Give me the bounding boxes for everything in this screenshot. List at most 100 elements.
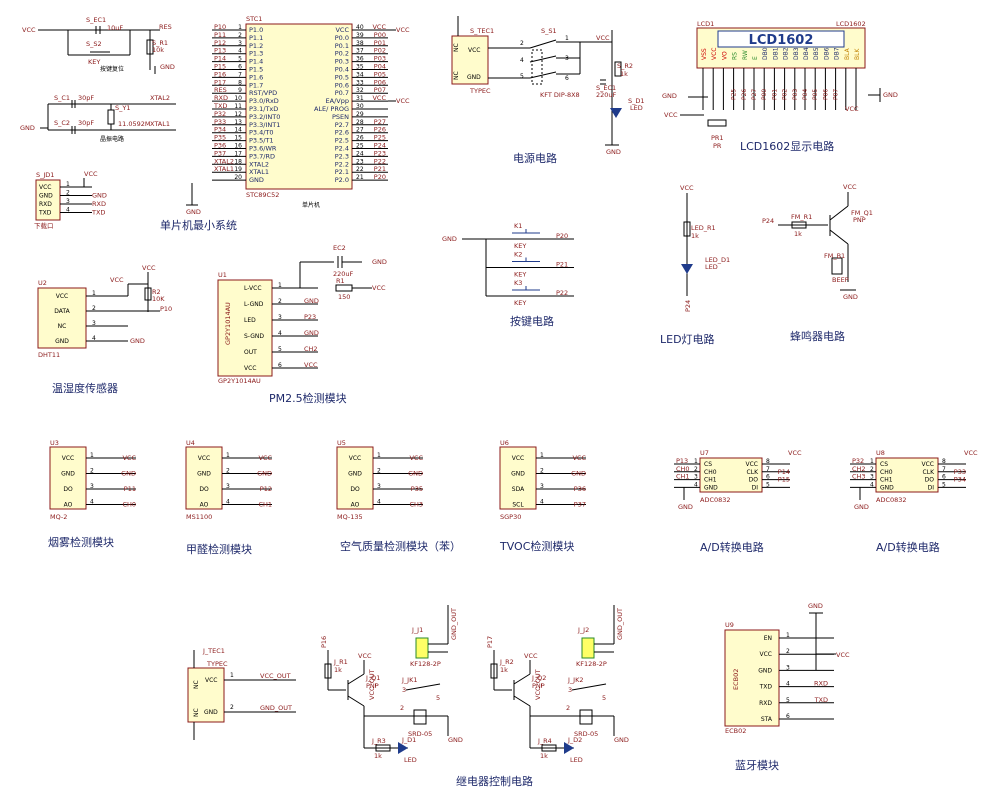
sensor-pin-num: 1 [377, 452, 381, 459]
relay-r2-ref: J_R3 [371, 737, 386, 745]
crystal-c2-val: 30pF [78, 119, 94, 127]
relay-vcc: VCC [358, 652, 372, 660]
key-label: KEY [514, 271, 526, 279]
relay-vccout: VCC_OUT [368, 669, 376, 700]
caption-tvoc: TVOC检测模块 [499, 539, 574, 553]
relay-j-ref: J_J1 [411, 626, 423, 634]
outjack-net1: VCC_OUT [260, 672, 291, 680]
pm25-pin-name: LED [244, 317, 256, 324]
adc-pin-num: 1 [694, 458, 698, 465]
mcu-pin-name: P0.6 [335, 81, 349, 89]
download-pin-num: 1 [66, 181, 70, 188]
lcd-pin-name: RS [732, 52, 739, 60]
adc-vcc: VCC [788, 449, 802, 457]
outjack-num1: 1 [230, 672, 234, 679]
bt-side: ECB02 [732, 669, 740, 690]
mcu-pin-net: P21 [374, 165, 386, 173]
bt-pin-num: 6 [786, 713, 790, 720]
bt-pin-net: TXD [814, 696, 828, 704]
sensor-pin-net: CH0 [122, 501, 136, 509]
relay-r-ref: J_R2 [499, 658, 514, 666]
mcu-pin-name: P1.5 [249, 66, 263, 74]
adc-pin-net: CH2 [852, 465, 866, 473]
sensor-pin-name: GND [61, 471, 75, 478]
sensor-pin-net: GND [257, 470, 272, 478]
outjack-nc2: NC [193, 708, 200, 717]
sensor-ref: U3 [50, 439, 59, 447]
adc-pin-num: 4 [694, 481, 698, 488]
relay-k-ref: J_JK1 [401, 676, 417, 684]
mcu-pin-num: 22 [356, 166, 364, 173]
mcu-pin-num: 24 [356, 150, 364, 157]
temp-pin-name: NC [58, 323, 67, 330]
mcu-pin-net: P07 [374, 86, 386, 94]
mcu-pin-net: P14 [214, 55, 226, 63]
relay-gndout: GND_OUT [450, 608, 458, 640]
mcu-pin-name: P0.2 [335, 50, 349, 58]
lcd-pin-name: DB5 [813, 47, 820, 60]
power-gnd: GND [606, 148, 621, 156]
adc-pin-name: CLK [747, 469, 760, 476]
caption-smoke: 烟雾检测模块 [48, 535, 114, 549]
mcu-body [245, 23, 353, 190]
relay-pin-num: 2 [400, 704, 404, 712]
adc-gnd: GND [854, 503, 869, 511]
sensor-pin-name: DO [63, 486, 73, 493]
led-d-label: LED [705, 263, 718, 271]
lcd-vcc: VCC [664, 111, 678, 119]
relay-pin-num: 2 [566, 704, 570, 712]
mcu-pin-net: P11 [214, 31, 226, 39]
bt-pin-num: 4 [786, 681, 790, 688]
lcd-pot-ref: PR1 [711, 134, 724, 142]
mcu-pin-num: 21 [356, 174, 364, 181]
adc-pin-name: CH1 [880, 477, 893, 484]
lcd-gnd: GND [662, 92, 677, 100]
sensor-pin-num: 4 [377, 499, 381, 506]
led-circuit: VCC LED_R1 1k LED_D1 LED P24 [680, 184, 730, 312]
download-pin-name: RXD [39, 201, 52, 208]
adc-pin-num: 2 [870, 466, 874, 473]
sensor-pin-net: VCC [572, 454, 586, 462]
sensor-part: SGP30 [500, 513, 521, 521]
adc-pin-name: DI [928, 484, 935, 491]
adc-pin-name: CH0 [704, 469, 717, 476]
reset-key-ref: S_S2 [86, 40, 102, 48]
pm25-pin-name: VCC [244, 365, 256, 372]
mcu-pin-num: 14 [234, 127, 242, 134]
adc-pin-num: 6 [942, 474, 946, 481]
download-pin-num: 4 [66, 207, 70, 214]
adc-pin-name: GND [880, 484, 894, 491]
mcu-pin-num: 18 [234, 158, 242, 165]
relay-vccout: VCC_OUT [534, 669, 542, 700]
mcu-pin-num: 16 [234, 143, 242, 150]
lcd-pin-net: P00 [761, 89, 768, 100]
pm25-ec-ref: EC2 [333, 244, 346, 252]
mcu-pin-net: P02 [374, 47, 386, 55]
bt-pin-name: EN [764, 635, 772, 642]
sensor-pin-net: VCC [409, 454, 423, 462]
mcu-pin-net: P15 [214, 63, 226, 71]
caption-mcu: 单片机最小系统 [160, 218, 237, 232]
mcu-pin-name: P2.3 [335, 152, 349, 160]
sensor-part: MQ-2 [50, 513, 67, 521]
sensor-pin-name: SDA [512, 486, 525, 493]
temp-pin-name: DATA [54, 308, 70, 315]
mcu-pin-num: 13 [234, 119, 242, 126]
mcu-pin-num: 4 [238, 48, 242, 55]
sensor-pin-net: P12 [260, 485, 272, 493]
outjack-net2: GND_OUT [260, 704, 292, 712]
bt-pin-name: VCC [760, 651, 772, 658]
mcu-pin-name: XTAL1 [249, 168, 269, 176]
crystal-val: 11.0592M [118, 120, 151, 128]
relay-r2-ref: J_R4 [537, 737, 552, 745]
lcd-pin-name: DB6 [823, 47, 830, 60]
power-r-ref: S_R2 [617, 62, 633, 70]
mcu-pin-name: P1.2 [249, 42, 263, 50]
relay-r-ref: J_R1 [333, 658, 348, 666]
pm25-pin-num: 4 [278, 330, 282, 337]
lcd-pin-name: DB3 [793, 47, 800, 60]
relay-q-type: PNP [532, 682, 545, 690]
download-pin-net: TXD [91, 209, 105, 217]
